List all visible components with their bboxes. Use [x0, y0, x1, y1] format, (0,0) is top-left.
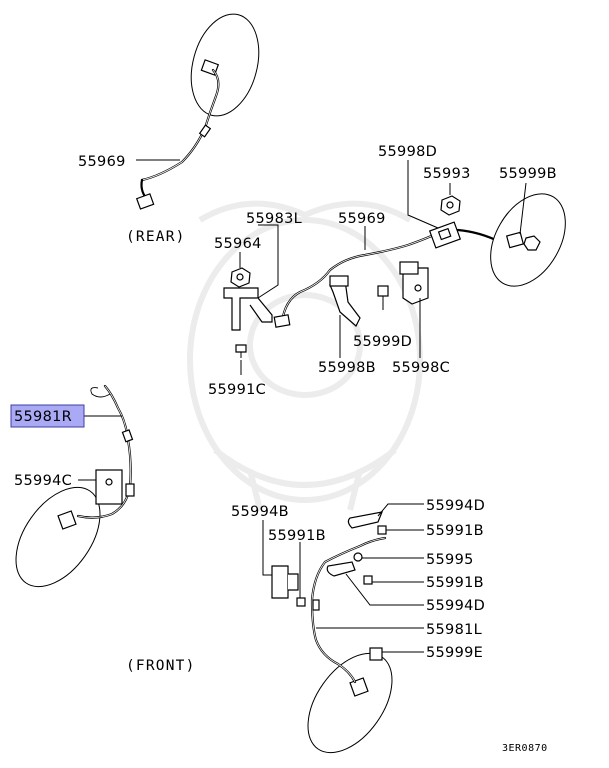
- label-55991B-top: 55991B: [426, 523, 484, 539]
- label-55998C: 55998C: [392, 360, 450, 376]
- bolt-55999D: [377, 285, 389, 297]
- bracket-55994C: [95, 469, 123, 505]
- front-right-sensor-assembly: [15, 384, 135, 588]
- label-55983L: 55983L: [246, 211, 302, 227]
- highlight-box: [10, 404, 85, 428]
- captions: (REAR) (FRONT) 3ER0870: [126, 229, 548, 754]
- label-55991B-left: 55991B: [268, 528, 326, 544]
- caption-front: (FRONT): [126, 658, 196, 674]
- center-harness-assembly: [223, 193, 566, 358]
- label-55999E: 55999E: [426, 645, 483, 661]
- bracket-55983L: [223, 287, 259, 331]
- label-55991C: 55991C: [208, 382, 266, 398]
- label-55993: 55993: [423, 166, 471, 182]
- bolt-55991B-left: [296, 597, 306, 607]
- front-left-brake-disc: [307, 652, 393, 754]
- front-right-brake-disc: [15, 486, 101, 588]
- right-sensor-head: [505, 231, 525, 249]
- label-55964: 55964: [214, 236, 262, 252]
- clip-55994D-top: [347, 511, 383, 529]
- label-55994C: 55994C: [14, 473, 72, 489]
- front-left-grommet: [312, 599, 320, 611]
- label-55981L: 55981L: [426, 622, 482, 638]
- rear-sensor-assembly: [135, 13, 260, 210]
- label-55969-rear: 55969: [78, 154, 126, 170]
- bolt-55991B-top: [377, 525, 387, 535]
- rear-brake-disc: [190, 13, 260, 117]
- label-55969-center: 55969: [338, 211, 386, 227]
- bracket-55994B: [271, 565, 289, 599]
- label-55998D: 55998D: [378, 144, 437, 160]
- center-harness-connector: [273, 314, 291, 328]
- label-55999D: 55999D: [353, 334, 412, 350]
- front-right-cable-loop: [90, 387, 111, 398]
- label-55991B-low: 55991B: [426, 575, 484, 591]
- clamp-55994D-low: [326, 561, 356, 577]
- front-left-sensor-assembly: [271, 511, 393, 754]
- part-number-labels: 55969 55998D 55993 55999B 55983L 55969 5…: [10, 144, 557, 661]
- label-55981R: 55981R: [14, 409, 72, 425]
- bolt-55999B: [523, 235, 541, 251]
- label-55995: 55995: [426, 552, 474, 568]
- rear-cable-grommet: [198, 124, 212, 138]
- label-55994D-top: 55994D: [426, 498, 485, 514]
- figure-code: 3ER0870: [502, 743, 548, 754]
- label-55998B: 55998B: [318, 360, 376, 376]
- front-right-grommet: [121, 429, 134, 443]
- bolt-55991B-low: [363, 575, 373, 585]
- watermark-emblem: [187, 200, 423, 511]
- label-55981R-highlighted[interactable]: 55981R: [10, 404, 85, 428]
- bolt-55999E: [369, 647, 383, 661]
- front-right-sensor-head: [57, 510, 77, 530]
- label-55994B: 55994B: [231, 504, 289, 520]
- rear-connector: [135, 193, 155, 210]
- leader-lines: [78, 159, 527, 653]
- label-55994D-low: 55994D: [426, 598, 485, 614]
- bolt-55991C: [235, 344, 247, 353]
- clip-55995: [353, 552, 363, 562]
- label-55999B: 55999B: [499, 166, 557, 182]
- caption-rear: (REAR): [126, 229, 186, 245]
